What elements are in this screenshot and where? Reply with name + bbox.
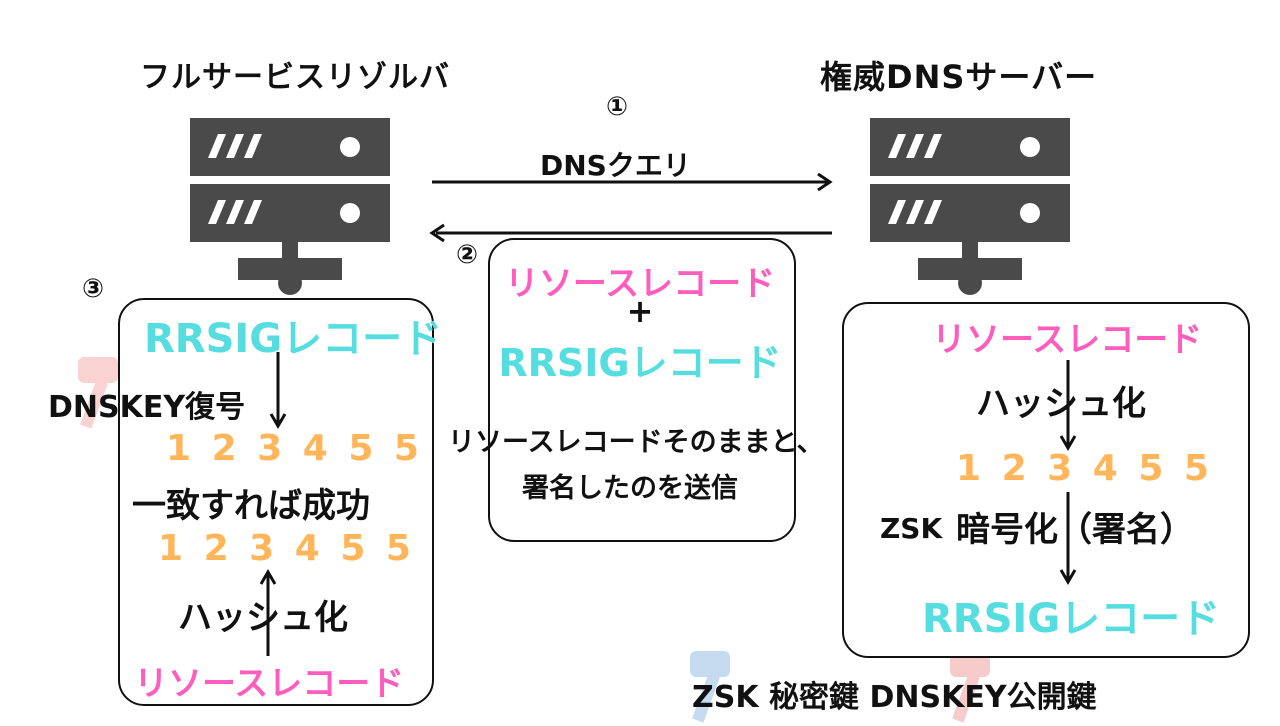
response-resource-record: リソースレコード	[504, 264, 776, 304]
response-note-line2: 署名したのを送信	[522, 473, 738, 504]
sign-hash-label: ハッシュ化	[976, 384, 1146, 424]
response-arrow	[429, 223, 832, 243]
decrypted-digest: 1 2 3 4 5 5	[166, 428, 423, 469]
hash-arrow	[1059, 360, 1077, 451]
resolver-title: フルサービスリゾルバ	[140, 60, 450, 95]
zsk-label: ZSK	[880, 512, 943, 545]
dns-query-label: DNSクエリ	[540, 149, 691, 182]
step-3-label: ③	[82, 274, 105, 304]
verify-resource-record: リソースレコード	[134, 664, 405, 704]
computed-digest: 1 2 3 4 5 5	[158, 528, 415, 569]
sign-digest: 1 2 3 4 5 5	[956, 448, 1213, 489]
encrypt-arrow	[1059, 492, 1077, 585]
sign-rrsig-record: RRSIGレコード	[922, 596, 1221, 642]
decrypt-arrow	[269, 352, 287, 429]
plus-sign: +	[626, 292, 654, 330]
response-note-line1: リソースレコードそのままと、	[448, 427, 824, 458]
key-icon	[690, 651, 730, 723]
resolver-server-icon	[190, 118, 390, 295]
encrypt-sign-label: 暗号化（署名）	[956, 510, 1194, 550]
authoritative-title: 権威DNSサーバー	[820, 58, 1098, 96]
keys-label: ZSK 秘密鍵 DNSKEY公開鍵	[692, 680, 1097, 715]
query-arrow	[432, 172, 833, 192]
verify-rrsig-record: RRSIGレコード	[144, 316, 443, 362]
response-rrsig-record: RRSIGレコード	[498, 341, 782, 385]
verification-box	[118, 298, 434, 706]
signing-box	[842, 302, 1250, 658]
sign-resource-record: リソースレコード	[932, 320, 1203, 360]
dnskey-decrypt-label: DNSKEY復号	[48, 390, 246, 425]
match-success-label: 一致すれば成功	[132, 486, 370, 526]
response-box	[488, 238, 796, 542]
verify-hash-label: ハッシュ化	[178, 598, 348, 638]
key-icon	[78, 357, 118, 429]
step-1-label: ①	[606, 92, 629, 122]
step-2-label: ②	[456, 240, 479, 270]
hash-up-arrow	[259, 569, 277, 656]
authoritative-server-icon	[870, 118, 1070, 295]
